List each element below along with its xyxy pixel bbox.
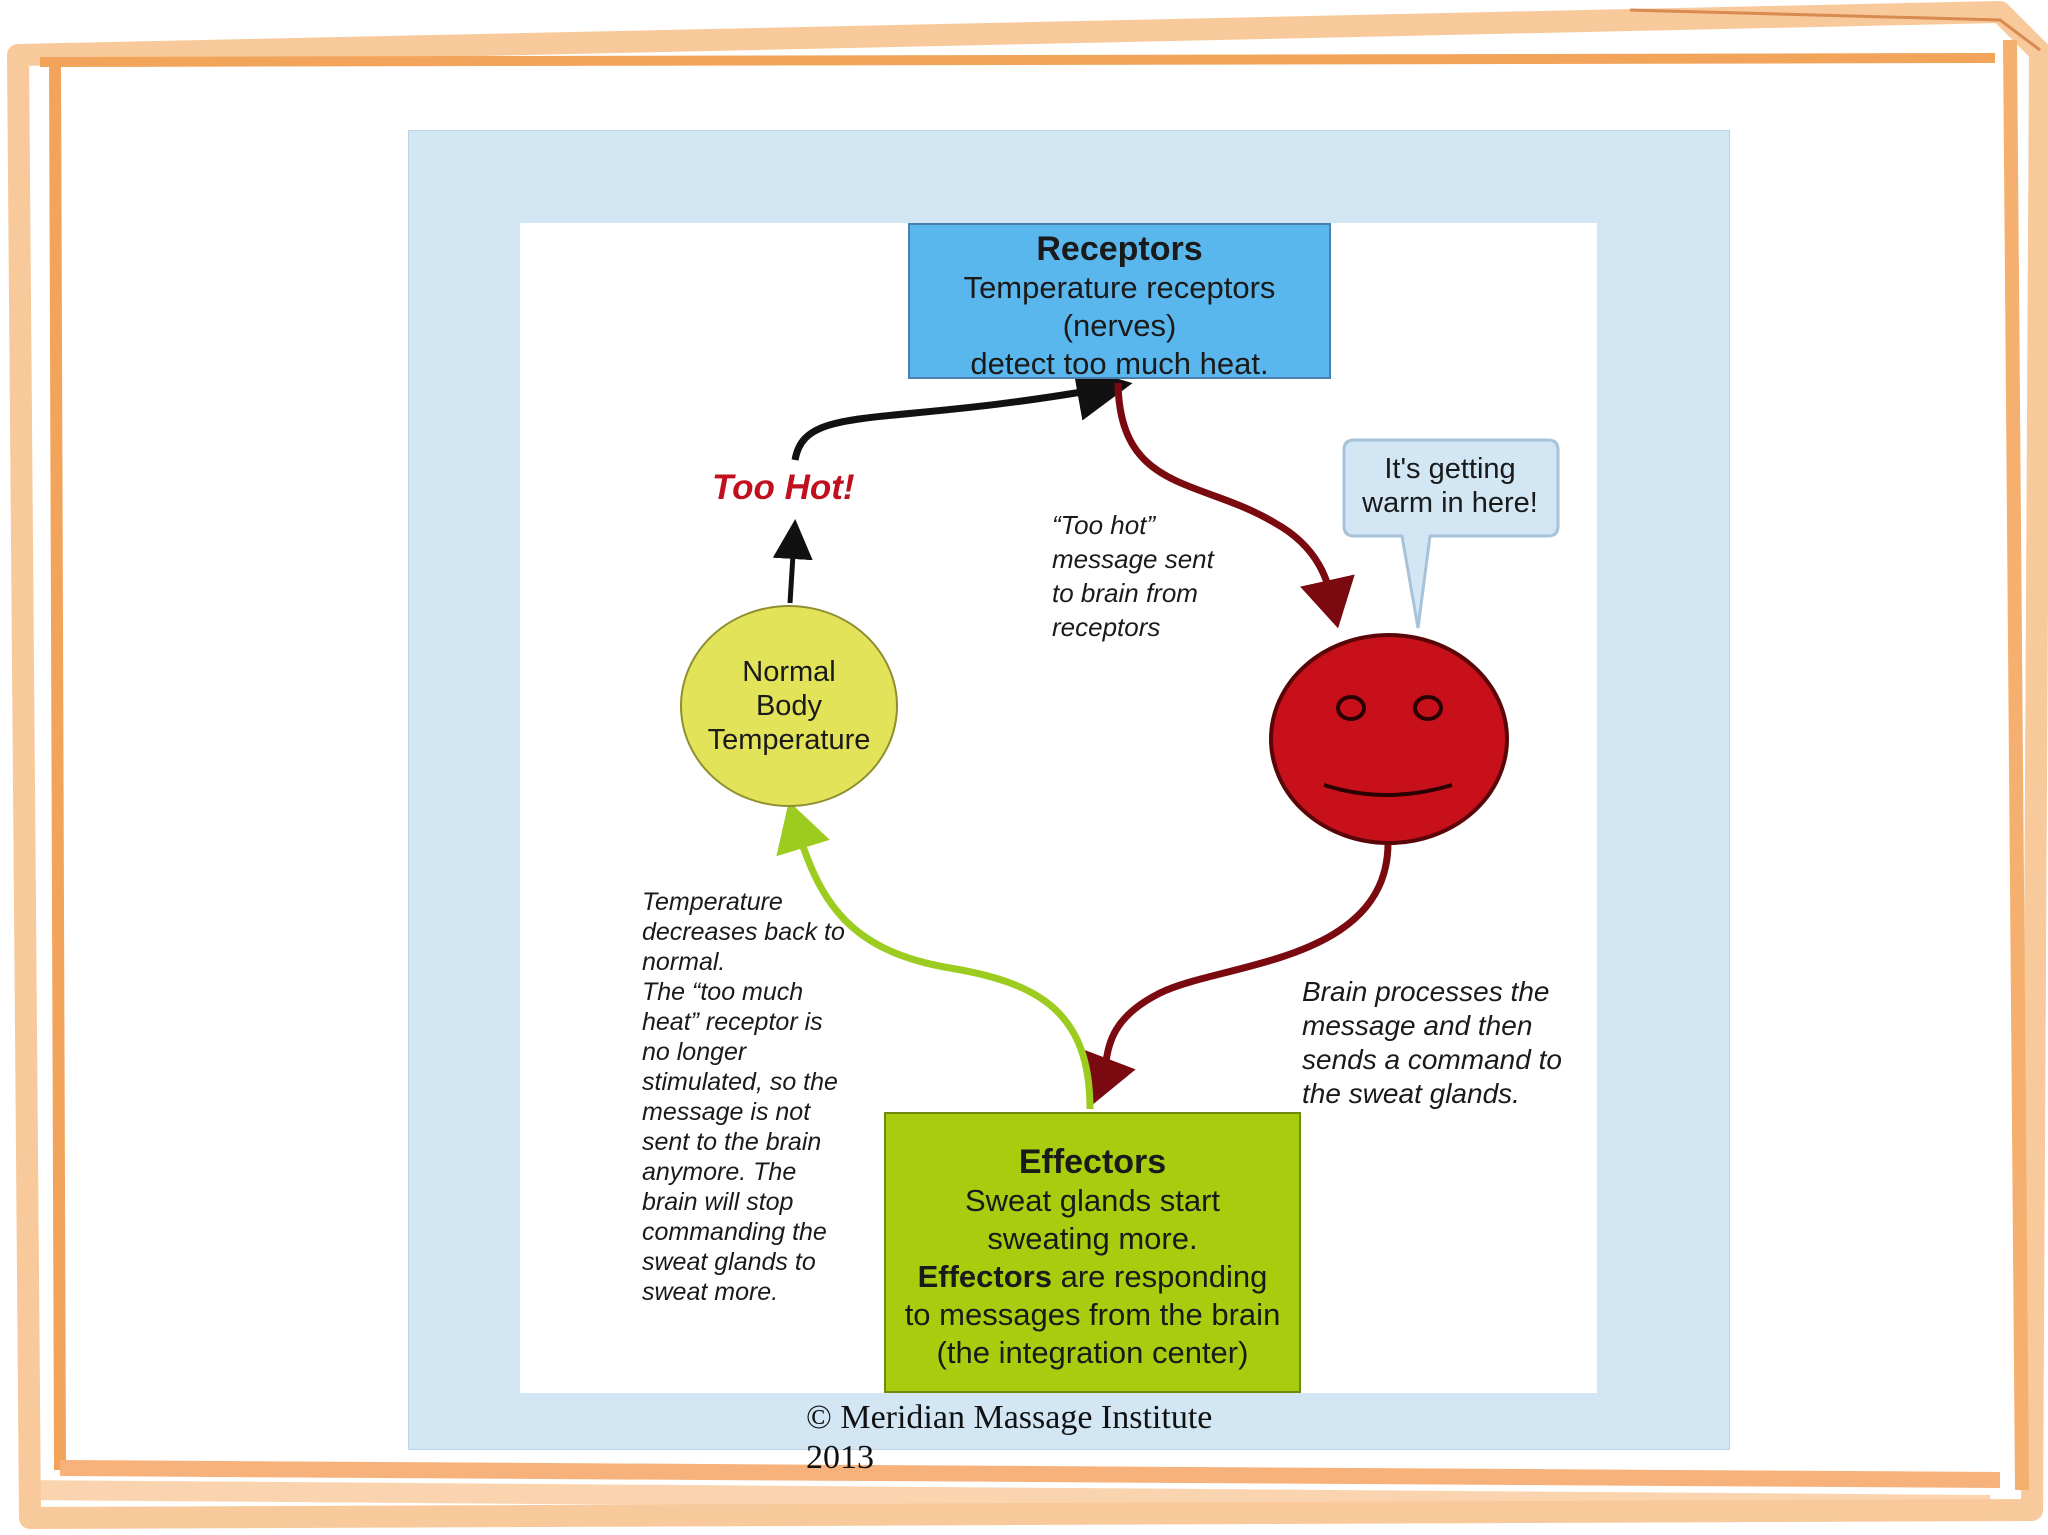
- feedback-arrows: [772, 365, 1392, 1110]
- effectors-line-1: Sweat glands start: [964, 1183, 1221, 1218]
- arrow-to-too-hot: [772, 519, 813, 604]
- receptors-line-1: Temperature receptors: [963, 270, 1276, 305]
- message-note-line: to brain from: [1052, 578, 1198, 608]
- temperature-note-line: normal.: [642, 948, 726, 976]
- brain-note-line: sends a command to: [1302, 1044, 1562, 1075]
- effectors-line-4: to messages from the brain: [904, 1297, 1281, 1332]
- temperature-note-line: sweat glands to: [642, 1248, 816, 1276]
- brain-note-line: the sweat glands.: [1302, 1078, 1520, 1109]
- copyright-notice: © Meridian Massage Institute 2013: [806, 1398, 1286, 1478]
- copyright-line: 2013: [806, 1439, 874, 1476]
- arrow-to-effectors: [1083, 842, 1392, 1106]
- temperature-note-line: Temperature: [642, 888, 783, 916]
- brain-face-icon: [1269, 633, 1509, 845]
- speech-bubble: [1342, 438, 1560, 629]
- receptors-line-3: detect too much heat.: [970, 346, 1269, 381]
- temperature-note-line: brain will stop: [642, 1188, 794, 1216]
- brain-note: Brain processes the message and then sen…: [1302, 975, 1602, 1111]
- effectors-line-5: (the integration center): [936, 1335, 1249, 1370]
- copyright-line: © Meridian Massage Institute: [806, 1399, 1213, 1436]
- temperature-note-line: sent to the brain: [642, 1128, 822, 1156]
- temperature-note-line: no longer: [642, 1038, 747, 1066]
- effectors-line-3: Effectors are responding: [886, 1258, 1299, 1296]
- temperature-note-line: anymore. The: [642, 1158, 797, 1186]
- speech-bubble-line-1: It's getting: [1384, 453, 1516, 485]
- effectors-line-3-rest: are responding: [1051, 1259, 1268, 1294]
- temperature-note-line: heat” receptor is: [642, 1008, 823, 1036]
- message-note-line: “Too hot”: [1052, 510, 1156, 540]
- brain-note-line: message and then: [1302, 1010, 1533, 1041]
- normal-body-line-1: Normal: [742, 656, 836, 688]
- effectors-line-2: sweating more.: [987, 1221, 1198, 1256]
- normal-body-line-2: Body: [755, 690, 823, 722]
- message-note-line: receptors: [1052, 612, 1161, 642]
- effectors-box: Effectors Sweat glands start sweating mo…: [884, 1112, 1301, 1393]
- temperature-note-line: commanding the: [642, 1218, 827, 1246]
- normal-body-line-3: Temperature: [707, 724, 871, 756]
- speech-bubble-line-2: warm in here!: [1362, 487, 1538, 519]
- speech-bubble-text: It's getting warm in here!: [1345, 452, 1555, 520]
- temperature-note-line: message is not: [642, 1098, 811, 1126]
- receptors-line-2: (nerves): [1062, 308, 1177, 343]
- arrow-to-brain: [1114, 382, 1355, 629]
- message-note-line: message sent: [1052, 544, 1214, 574]
- receptors-box: Receptors Temperature receptors (nerves)…: [908, 223, 1331, 381]
- too-hot-label: Too Hot!: [712, 468, 855, 507]
- temperature-note: Temperature decreases back to normal. Th…: [642, 887, 882, 1307]
- receptors-title: Receptors: [1036, 230, 1203, 268]
- brain-note-line: Brain processes the: [1302, 976, 1550, 1007]
- temperature-note-line: The “too much: [642, 978, 804, 1006]
- temperature-note-line: sweat more.: [642, 1278, 779, 1306]
- effectors-title: Effectors: [1018, 1143, 1167, 1181]
- temperature-note-line: decreases back to: [642, 918, 845, 946]
- message-note: “Too hot” message sent to brain from rec…: [1052, 508, 1282, 644]
- temperature-note-line: stimulated, so the: [642, 1068, 838, 1096]
- normal-body-temperature-circle: Normal Body Temperature: [680, 605, 898, 807]
- effectors-line-3-bold: Effectors: [917, 1259, 1052, 1294]
- arrow-to-receptors: [791, 365, 1133, 461]
- arrow-to-normal-body: [776, 801, 1094, 1110]
